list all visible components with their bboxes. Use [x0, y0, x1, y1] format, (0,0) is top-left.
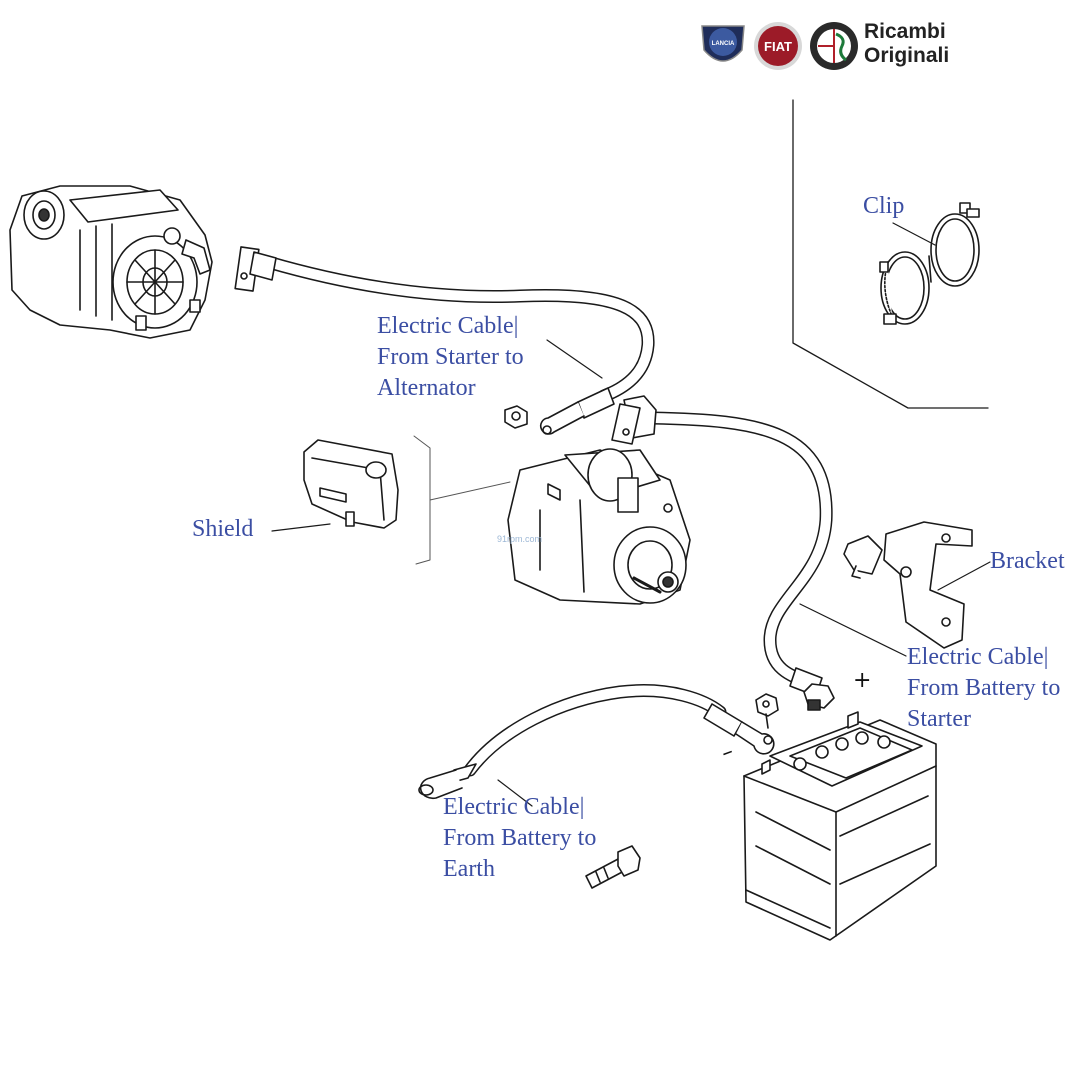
callout-line: Bracket	[990, 548, 1065, 574]
callout-line: Electric Cable|	[443, 794, 585, 820]
shield-part	[303, 439, 399, 529]
fiat-word: FIAT	[764, 39, 792, 54]
brand-line-originali: Originali	[864, 44, 950, 67]
brand-line-ricambi: Ricambi	[864, 20, 946, 43]
callout-line: Starter	[907, 706, 971, 732]
starter-cable-leader	[546, 339, 603, 379]
lancia-word: LANCIA	[712, 41, 735, 47]
callout-line: Electric Cable|	[377, 313, 519, 339]
callout-clip: Clip	[863, 191, 904, 222]
starter-motor-part	[507, 448, 691, 605]
battery-starter-leader	[799, 603, 907, 657]
bracket-leader	[937, 561, 991, 591]
watermark: 91rpm.com	[497, 534, 543, 544]
clip-part	[879, 202, 980, 325]
alternator-part	[9, 185, 213, 339]
callout-battery-earth-cable: Electric Cable| From Battery to Earth	[443, 792, 596, 885]
callout-line: From Battery to	[443, 825, 597, 851]
earth-cable-leader	[497, 779, 533, 807]
cable-starter-alternator	[234, 246, 655, 435]
callout-starter-alternator-cable: Electric Cable| From Starter to Alternat…	[377, 311, 524, 404]
callout-line: Earth	[443, 856, 495, 882]
callout-line: Electric Cable|	[907, 644, 1049, 670]
battery-part	[743, 711, 937, 941]
callout-line: Alternator	[377, 375, 476, 401]
cable-battery-starter	[611, 395, 835, 711]
fiat-logo-icon: FIAT	[754, 22, 802, 70]
shield-bracket-lines-lower	[415, 499, 431, 565]
callout-battery-starter-cable: Electric Cable| From Battery to Starter	[907, 642, 1060, 735]
shield-leader	[271, 523, 331, 532]
callout-shield: Shield	[192, 514, 253, 545]
brand-text: Ricambi Originali	[864, 20, 949, 68]
clip-inset-frame	[792, 99, 989, 409]
bracket-part	[843, 521, 973, 649]
callout-line: Shield	[192, 516, 254, 542]
callout-bracket: Bracket	[990, 546, 1065, 577]
shield-bracket-lines	[413, 435, 511, 501]
bolt-part	[585, 845, 641, 889]
lancia-logo-icon: LANCIA	[701, 25, 745, 62]
cable-battery-earth	[418, 684, 779, 800]
callout-line: From Battery to	[907, 675, 1061, 701]
clip-leader	[892, 222, 936, 246]
positive-terminal-mark: +	[853, 668, 872, 693]
brand-header: LANCIA FIAT Ricambi Originali	[696, 18, 976, 74]
brand-logos: LANCIA FIAT	[701, 22, 858, 70]
alfa-romeo-logo-icon	[810, 22, 858, 70]
callout-line: Clip	[863, 193, 905, 219]
callout-line: From Starter to	[377, 344, 524, 370]
